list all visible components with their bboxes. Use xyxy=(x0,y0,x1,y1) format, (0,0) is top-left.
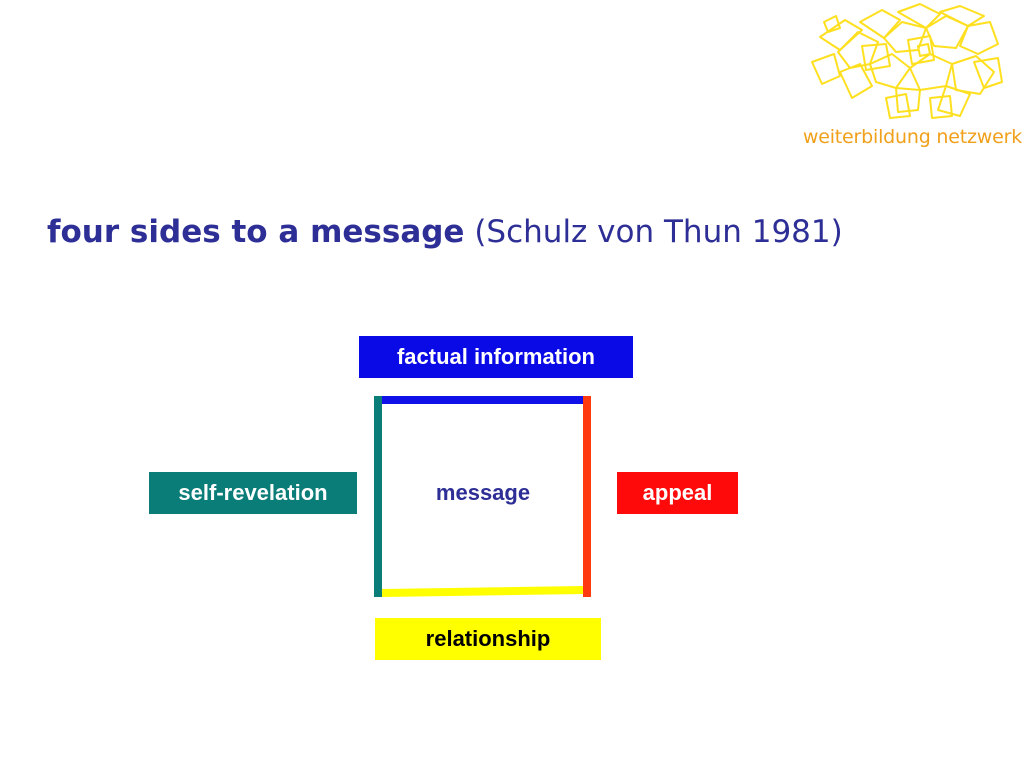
weiterbildung-netzwerk-logo xyxy=(811,3,1003,119)
relationship-box: relationship xyxy=(375,618,601,660)
logo-text: weiterbildung netzwerk xyxy=(802,126,1022,148)
title-main: four sides to a message xyxy=(47,214,465,250)
slide-title: four sides to a message (Schulz von Thun… xyxy=(47,214,843,250)
message-frame xyxy=(374,396,591,597)
appeal-box: appeal xyxy=(617,472,738,514)
frame-bottom-side xyxy=(381,586,584,597)
self-revelation-box: self-revelation xyxy=(149,472,357,514)
message-label: message xyxy=(435,480,531,505)
title-sub: (Schulz von Thun 1981) xyxy=(474,214,843,250)
factual-information-box: factual information xyxy=(359,336,633,378)
